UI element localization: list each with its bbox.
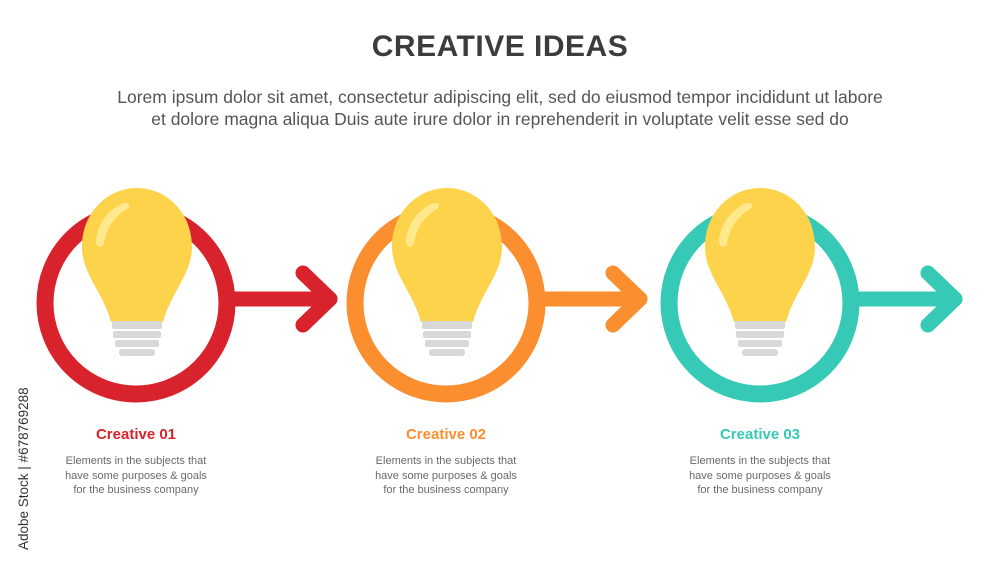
stock-watermark: Adobe Stock | #678769288 xyxy=(6,320,46,555)
step-2-desc-line-1: Elements in the subjects that xyxy=(375,455,517,467)
step-2-desc-line-2: have some purposes & goals xyxy=(375,469,517,482)
subtitle-line-1: Lorem ipsum dolor sit amet, consectetur … xyxy=(117,87,883,107)
step-3-graphic xyxy=(660,188,963,403)
step-1-desc-line-2: have some purposes & goals xyxy=(65,469,207,482)
step-2-arrow xyxy=(528,265,648,333)
step-1-description: Elements in the subjects that have some … xyxy=(26,454,246,498)
step-1-desc-line-1: Elements in the subjects that xyxy=(65,455,207,467)
step-3-description: Elements in the subjects that have some … xyxy=(650,454,870,498)
step-2-label: Creative 02 xyxy=(405,426,487,443)
subtitle-line-2: et dolore magna aliqua Duis aute irure d… xyxy=(151,109,849,129)
step-3-desc-line-2: have some purposes & goals xyxy=(689,469,831,482)
step-1-desc-line-3: for the business company xyxy=(73,484,199,496)
step-3-arrow xyxy=(842,265,963,333)
step-2-graphic xyxy=(346,188,648,403)
step-3-label: Creative 03 xyxy=(719,426,801,443)
step-2-desc-line-3: for the business company xyxy=(383,484,509,496)
page-title: CREATIVE IDEAS xyxy=(371,30,629,63)
step-1-arrow xyxy=(218,265,338,333)
lightbulb-icon xyxy=(392,188,502,356)
watermark-text: Adobe Stock | #678769288 xyxy=(16,387,31,550)
page-subtitle: Lorem ipsum dolor sit amet, consectetur … xyxy=(40,86,960,130)
step-1-label: Creative 01 xyxy=(95,426,177,443)
step-1-graphic xyxy=(36,188,338,403)
step-2-description: Elements in the subjects that have some … xyxy=(336,454,556,498)
lightbulb-icon xyxy=(705,188,815,356)
step-3-desc-line-1: Elements in the subjects that xyxy=(689,455,831,467)
step-3-desc-line-3: for the business company xyxy=(697,484,823,496)
lightbulb-icon xyxy=(82,188,192,356)
